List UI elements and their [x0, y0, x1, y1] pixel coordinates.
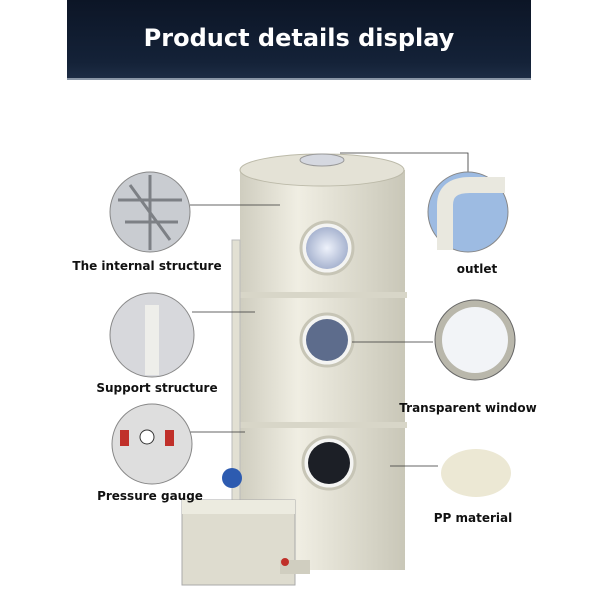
label-internal-structure: The internal structure — [72, 259, 222, 273]
label-pp-material: PP material — [433, 511, 513, 525]
label-pressure-gauge: Pressure gauge — [97, 489, 203, 503]
outlet-photo — [427, 171, 509, 253]
scrubber-tower — [181, 153, 407, 586]
callout-lines — [190, 152, 469, 467]
transparent-window-photo — [434, 299, 516, 381]
label-outlet: outlet — [456, 262, 498, 276]
internal-structure-photo — [109, 171, 191, 253]
label-support-structure: Support structure — [96, 381, 218, 395]
header-banner: Product details display — [67, 0, 531, 80]
pp-material-photo — [441, 449, 511, 497]
support-structure-photo — [109, 292, 195, 378]
label-transparent-window: Transparent window — [399, 401, 537, 415]
page-title: Product details display — [143, 24, 455, 52]
pressure-gauge-photo — [111, 403, 193, 485]
